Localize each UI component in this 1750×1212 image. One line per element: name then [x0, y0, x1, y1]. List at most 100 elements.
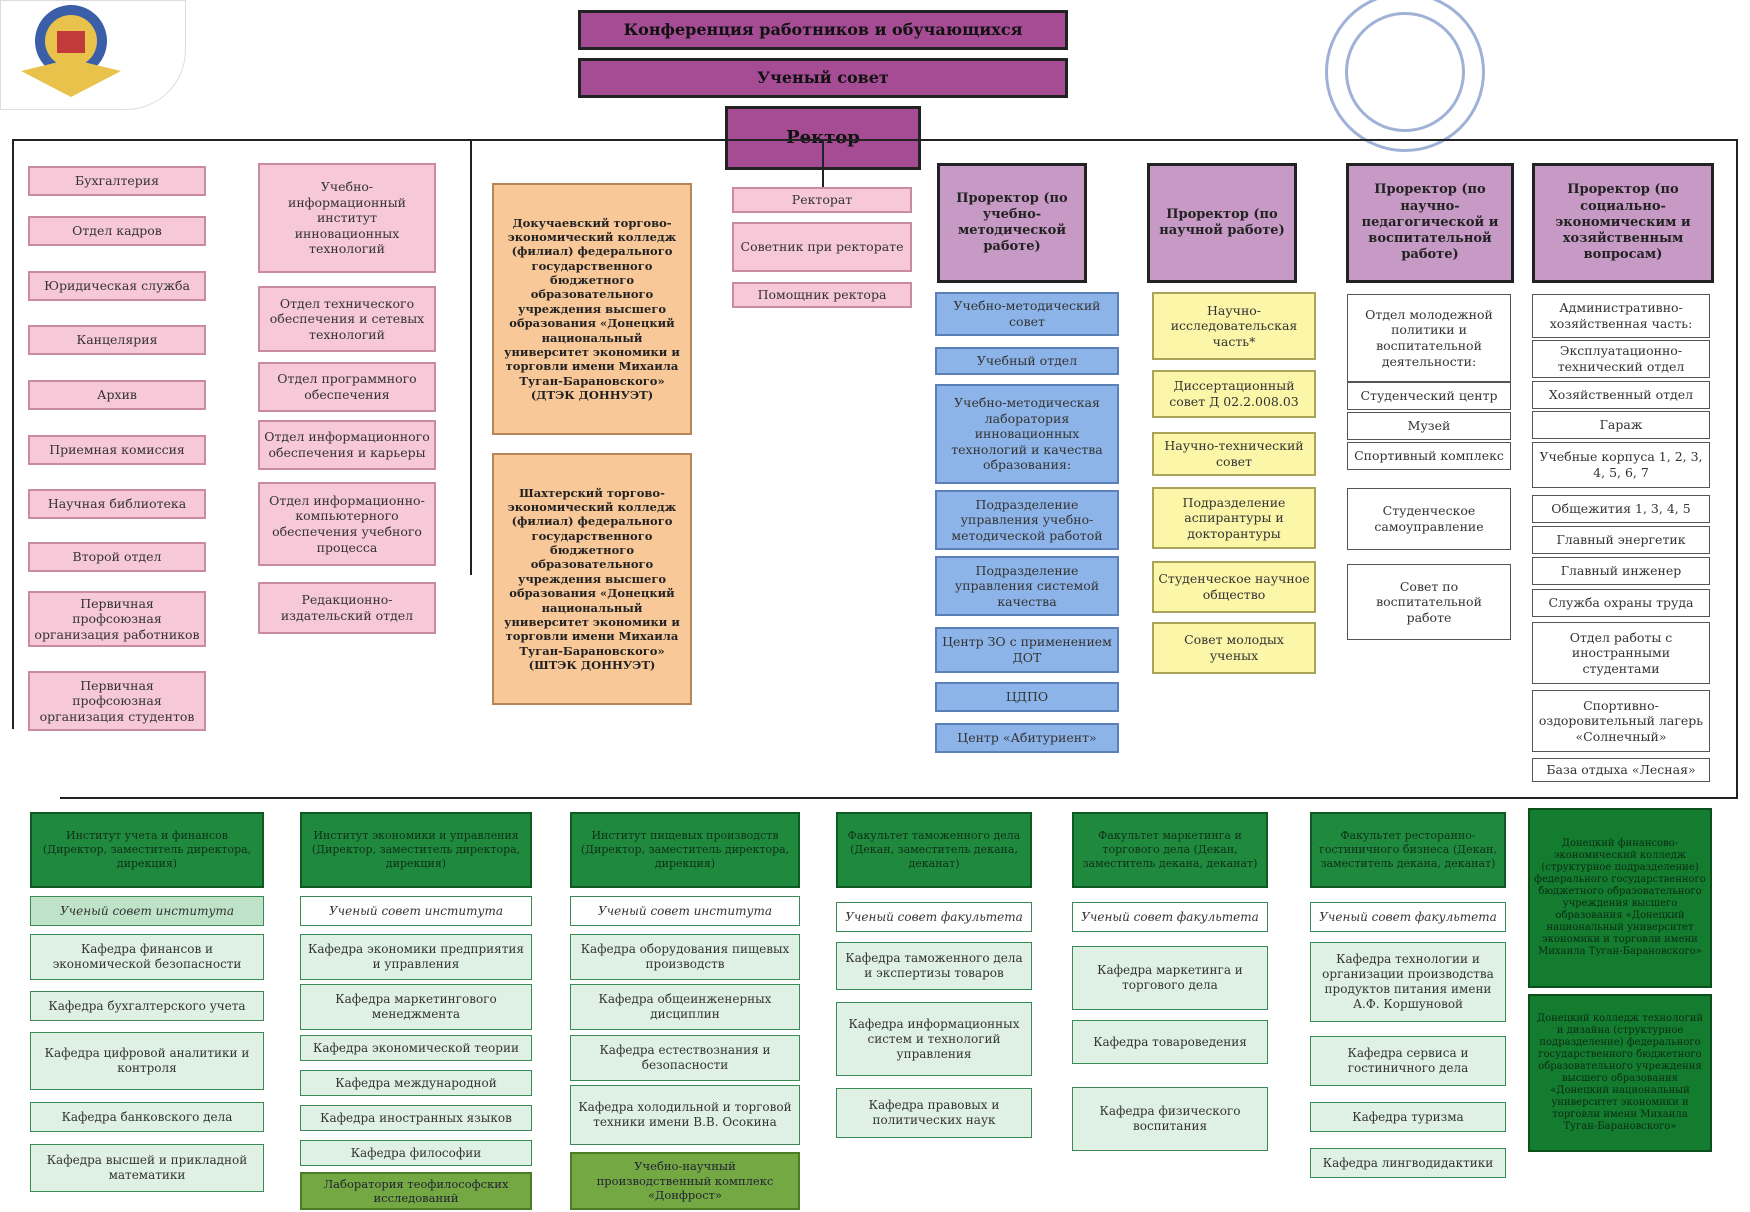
university-logo — [0, 0, 186, 110]
institute-item: Кафедра высшей и прикладной математики — [30, 1144, 264, 1192]
faculty-head: Факультет маркетинга и торгового дела (Д… — [1072, 812, 1268, 888]
soc-item: Главный энергетик — [1532, 526, 1710, 554]
soc-item: Общежития 1, 3, 4, 5 — [1532, 495, 1710, 523]
faculty-item: Кафедра туризма — [1310, 1102, 1506, 1132]
faculty-item: Кафедра маркетинга и торгового дела — [1072, 946, 1268, 1010]
institute-item: Кафедра цифровой аналитики и контроля — [30, 1032, 264, 1090]
institute-item: Кафедра банковского дела — [30, 1102, 264, 1132]
institute-item: Кафедра философии — [300, 1140, 532, 1166]
faculty-item: Кафедра информационных систем и технолог… — [836, 1002, 1032, 1076]
ped-item: Студенческий центр — [1347, 382, 1511, 410]
institute-item: Кафедра бухгалтерского учета — [30, 991, 264, 1021]
emblem-icon — [21, 5, 121, 97]
conference-box: Конференция работников и обучающихся — [578, 10, 1068, 50]
sci-item: Подразделение аспирантуры и докторантуры — [1152, 487, 1316, 549]
soc-item: Административно-хозяйственная часть: — [1532, 294, 1710, 338]
institute-item: Кафедра международной — [300, 1070, 532, 1096]
soc-item: Учебные корпуса 1, 2, 3, 4, 5, 6, 7 — [1532, 442, 1710, 488]
ped-item: Совет по воспитательной работе — [1347, 564, 1511, 640]
institute-item: Ученый совет института — [570, 896, 800, 926]
institute-item: Кафедра естествознания и безопасности — [570, 1035, 800, 1081]
admin-item: Юридическая служба — [28, 271, 206, 301]
prorector-ped-box: Проректор (по научно-педагогической и во… — [1346, 163, 1514, 283]
admin-item: Первичная профсоюзная организация работн… — [28, 591, 206, 647]
admin-item: Отдел кадров — [28, 216, 206, 246]
institute-item: Кафедра общеинженерных дисциплин — [570, 984, 800, 1030]
left-trunk-line — [12, 139, 14, 729]
seal-stamp — [1325, 0, 1485, 152]
it-institute-box: Учебно-информационный институт инновацио… — [258, 163, 436, 273]
admin-item: Первичная профсоюзная организация студен… — [28, 671, 206, 731]
institute-item: Ученый совет института — [300, 896, 532, 926]
institute-head: Институт учета и финансов (Директор, зам… — [30, 812, 264, 888]
soc-item: Гараж — [1532, 411, 1710, 439]
sci-item: Научно-исследовательская часть* — [1152, 292, 1316, 360]
faculty-item: Ученый совет факультета — [1310, 902, 1506, 932]
seal-inner-ring — [1345, 12, 1465, 132]
ped-item: Студенческое самоуправление — [1347, 488, 1511, 550]
sci-item: Научно-технический совет — [1152, 432, 1316, 476]
prorector-edu-box: Проректор (по учебно-методической работе… — [937, 163, 1087, 283]
institute-item: Кафедра финансов и экономической безопас… — [30, 934, 264, 980]
right-trunk-line — [1736, 139, 1738, 799]
admin-item: Приемная комиссия — [28, 435, 206, 465]
college-box-design: Донецкий колледж технологий и дизайна (с… — [1528, 994, 1712, 1152]
institute-item: Кафедра экономики предприятия и управлен… — [300, 934, 532, 980]
admin-item: Канцелярия — [28, 325, 206, 355]
institute-item: Кафедра экономической теории — [300, 1035, 532, 1061]
sci-item: Совет молодых ученых — [1152, 622, 1316, 674]
sci-item: Диссертационный совет Д 02.2.008.03 — [1152, 370, 1316, 418]
faculty-item: Кафедра правовых и политических наук — [836, 1088, 1032, 1138]
edu-item: ЦДПО — [935, 682, 1119, 712]
edu-item: Учебно-методическая лаборатория инноваци… — [935, 384, 1119, 484]
it-dept-box: Редакционно-издательский отдел — [258, 582, 436, 634]
ped-item: Отдел молодежной политики и воспитательн… — [1347, 294, 1511, 382]
institute-head: Институт экономики и управления (Директо… — [300, 812, 532, 888]
rectorate-box: Советник при ректорате — [732, 222, 912, 272]
faculty-item: Кафедра технологии и организации произво… — [1310, 942, 1506, 1022]
academic-council-box: Ученый совет — [578, 58, 1068, 98]
faculty-head: Факультет ресторанно-гостиничного бизнес… — [1310, 812, 1506, 888]
it-dept-box: Отдел программного обеспечения — [258, 362, 436, 412]
soc-item: Служба охраны труда — [1532, 589, 1710, 617]
institute-item: Кафедра оборудования пищевых производств — [570, 934, 800, 980]
ped-item: Спортивный комплекс — [1347, 442, 1511, 470]
it-dept-box: Отдел информационного обеспечения и карь… — [258, 420, 436, 470]
rectorate-box: Помощник ректора — [732, 282, 912, 308]
institute-lab: Лаборатория теофилософских исследований — [300, 1172, 532, 1210]
it-dept-box: Отдел информационно-компьютерного обеспе… — [258, 482, 436, 566]
prorector-soc-box: Проректор (по социально-экономическим и … — [1532, 163, 1714, 283]
institute-item: Кафедра иностранных языков — [300, 1105, 532, 1131]
college-box-finance: Донецкий финансово-экономический колледж… — [1528, 808, 1712, 988]
sci-item: Студенческое научное общество — [1152, 561, 1316, 613]
rectorate-trunk-line — [822, 139, 824, 199]
edu-item: Центр «Абитуриент» — [935, 723, 1119, 753]
faculty-item: Кафедра сервиса и гостиничного дела — [1310, 1036, 1506, 1086]
college-box-shakhtersk: Шахтерский торгово-экономический колледж… — [492, 453, 692, 705]
soc-item: Хозяйственный отдел — [1532, 381, 1710, 409]
admin-item: Научная библиотека — [28, 489, 206, 519]
institute-item: Кафедра маркетингового менеджмента — [300, 984, 532, 1030]
institute-lab: Учебно-научный производственный комплекс… — [570, 1152, 800, 1210]
top-connector-line — [12, 139, 1738, 141]
faculty-item: Кафедра товароведения — [1072, 1020, 1268, 1064]
prorector-sci-box: Проректор (по научной работе) — [1147, 163, 1297, 283]
institute-item: Ученый совет института — [30, 896, 264, 926]
edu-item: Подразделение управления системой качест… — [935, 556, 1119, 616]
soc-item: Эксплуатационно-технический отдел — [1532, 340, 1710, 378]
faculty-item: Кафедра физического воспитания — [1072, 1087, 1268, 1151]
faculty-item: Кафедра таможенного дела и экспертизы то… — [836, 942, 1032, 990]
admin-item: Второй отдел — [28, 542, 206, 572]
faculty-item: Ученый совет факультета — [1072, 902, 1268, 932]
soc-item: Главный инженер — [1532, 557, 1710, 585]
college-trunk-line — [470, 139, 472, 575]
soc-item: База отдыха «Лесная» — [1532, 758, 1710, 782]
admin-item: Бухгалтерия — [28, 166, 206, 196]
edu-item: Центр ЗО с применением ДОТ — [935, 627, 1119, 673]
admin-item: Архив — [28, 380, 206, 410]
college-box-dokuchaevsk: Докучаевский торгово-экономический колле… — [492, 183, 692, 435]
soc-item: Спортивно-оздоровительный лагерь «Солнеч… — [1532, 690, 1710, 752]
faculty-head: Факультет таможенного дела (Декан, замес… — [836, 812, 1032, 888]
edu-item: Подразделение управления учебно-методиче… — [935, 490, 1119, 550]
it-dept-box: Отдел технического обеспечения и сетевых… — [258, 286, 436, 352]
